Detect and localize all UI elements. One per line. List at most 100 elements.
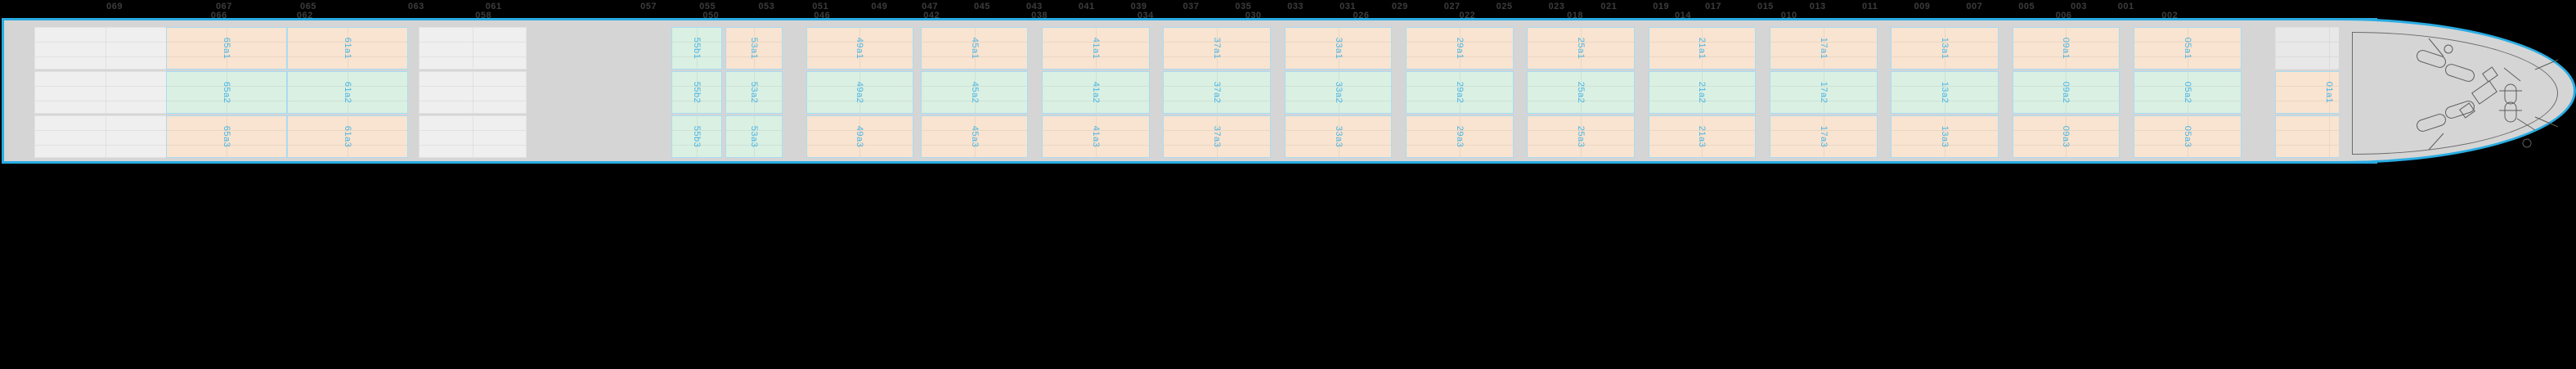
container-slot[interactable]: 61a1 [287,27,409,70]
slot-gridline [1528,86,1635,88]
bay-stack[interactable] [34,20,177,166]
container-slot[interactable]: 55b1 [671,27,722,70]
container-slot-label: 65a1 [221,37,231,60]
container-slot[interactable]: 13a3 [1891,115,1999,158]
container-slot[interactable]: 17a3 [1769,115,1878,158]
container-slot[interactable]: 49a1 [806,27,914,70]
container-slot[interactable]: 65a2 [165,71,288,114]
container-slot[interactable]: 49a2 [806,71,914,114]
container-slot[interactable]: 25a2 [1527,71,1636,114]
container-slot[interactable]: 29a2 [1405,71,1514,114]
slot-gridline [1406,86,1513,88]
container-slot[interactable]: 25a3 [1527,115,1636,158]
slot-gridline [35,56,176,57]
container-slot[interactable]: 65a1 [165,27,288,70]
slot-gridline [671,86,721,88]
container-slot[interactable]: 05a1 [2133,27,2242,70]
bay-number-odd: 041 [1078,2,1095,11]
slot-gridline [1095,28,1097,69]
container-slot-label: 09a3 [2061,125,2071,148]
container-slot[interactable]: 13a2 [1891,71,1999,114]
container-slot[interactable]: 45a2 [920,71,1029,114]
container-slot[interactable]: 21a2 [1648,71,1757,114]
container-slot[interactable]: 29a1 [1405,27,1514,70]
container-slot-label: 41a3 [1090,125,1101,148]
empty-slot[interactable] [34,27,177,70]
container-slot[interactable]: 53a2 [725,71,783,114]
container-slot[interactable]: 45a1 [920,27,1029,70]
empty-slot[interactable] [418,27,527,70]
container-slot[interactable]: 61a2 [287,71,409,114]
slot-gridline [35,144,176,146]
container-slot[interactable]: 25a1 [1527,27,1636,70]
bay-stack[interactable] [418,20,527,166]
container-slot-label: 61a3 [343,125,353,148]
slot-gridline [2013,144,2120,146]
container-slot-label: 05a3 [2182,125,2192,148]
container-slot[interactable]: 49a3 [806,115,914,158]
container-slot[interactable]: 45a3 [920,115,1029,158]
slot-gridline [806,42,913,43]
container-slot-label: 49a1 [855,37,865,60]
container-slot[interactable]: 05a2 [2133,71,2242,114]
container-slot[interactable]: 37a1 [1163,27,1272,70]
bay-number-odd: 067 [216,2,232,11]
bay-number-odd: 051 [812,2,829,11]
container-slot[interactable]: 33a1 [1284,27,1393,70]
container-slot[interactable]: 09a3 [2012,115,2120,158]
empty-slot[interactable] [418,71,527,114]
container-slot[interactable]: 41a2 [1041,71,1150,114]
container-slot-label: 13a1 [1940,37,1950,60]
slot-gridline [2013,42,2120,43]
bay-number-odd: 029 [1391,2,1408,11]
slot-gridline [1892,144,1999,146]
container-slot-label: 45a1 [969,37,980,60]
container-slot[interactable]: 21a1 [1648,27,1757,70]
container-slot[interactable]: 53a3 [725,115,783,158]
container-slot[interactable]: 61a3 [287,115,409,158]
slot-gridline [974,28,976,69]
slot-gridline [1406,144,1513,146]
container-slot[interactable]: 13a1 [1891,27,1999,70]
container-slot[interactable]: 37a3 [1163,115,1272,158]
container-slot[interactable]: 29a3 [1405,115,1514,158]
container-slot[interactable]: 17a1 [1769,27,1878,70]
container-slot[interactable]: 65a3 [165,115,288,158]
empty-slot[interactable] [34,71,177,114]
slot-gridline [288,56,408,57]
empty-slot[interactable] [34,115,177,158]
container-slot[interactable]: 53a1 [725,27,783,70]
container-slot[interactable]: 21a3 [1648,115,1757,158]
container-slot[interactable]: 41a1 [1041,27,1150,70]
container-slot[interactable]: 09a2 [2012,71,2120,114]
container-slot[interactable]: 41a3 [1041,115,1150,158]
slot-gridline [2328,28,2330,69]
container-slot[interactable]: 05a3 [2133,115,2242,158]
container-slot[interactable]: 33a2 [1284,71,1393,114]
empty-slot[interactable] [418,115,527,158]
container-slot[interactable]: 37a2 [1163,71,1272,114]
slot-gridline [35,86,176,88]
container-slot[interactable]: 55b2 [671,71,722,114]
container-slot[interactable]: 55b3 [671,115,722,158]
slot-gridline [1406,42,1513,43]
container-slot[interactable]: 33a3 [1284,115,1393,158]
container-slot[interactable]: 17a2 [1769,71,1878,114]
container-slot[interactable]: 09a1 [2012,27,2120,70]
